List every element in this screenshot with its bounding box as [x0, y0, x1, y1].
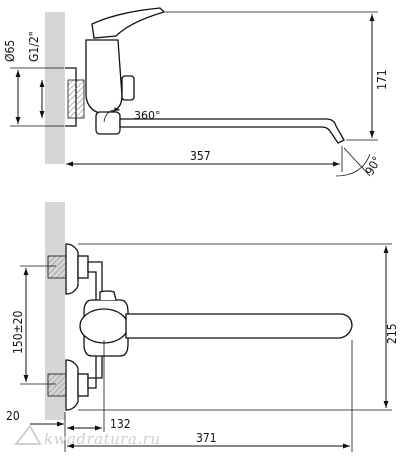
angle-ray [343, 147, 371, 177]
watermark-text: kwadratura.ru [44, 430, 161, 448]
diverter-knob-top [121, 75, 135, 101]
spout-front [125, 313, 353, 339]
centers-label: 150±20 [11, 310, 25, 354]
spout-collar-top [95, 111, 121, 135]
thread-label: G1/2" [27, 31, 41, 62]
nut-upper [77, 255, 89, 279]
flange-upper [65, 243, 79, 295]
wall-offset-label: 20 [6, 409, 20, 423]
length-label-top: 357 [190, 149, 211, 163]
diverter-front [99, 290, 117, 301]
body-offset-label: 132 [110, 417, 131, 431]
diameter-label: Ø65 [3, 40, 17, 62]
nut-lower [77, 373, 89, 397]
watermark-logo-icon [13, 424, 42, 445]
wall-top [45, 12, 65, 164]
faucet-body-top [85, 39, 123, 115]
eccentric-lower [47, 373, 67, 397]
total-length-label: 371 [196, 431, 217, 445]
eccentric-upper [47, 255, 67, 279]
swivel-label: 360° [134, 109, 161, 122]
angle-arc [335, 153, 371, 177]
height-label-top: 171 [375, 69, 389, 90]
swivel-arc [103, 107, 121, 123]
top-view: 360° Ø65 G1/2" 171 357 90° [3, 7, 389, 178]
thread-connector-top [67, 79, 85, 119]
front-view: 150±20 215 20 132 371 [6, 202, 399, 452]
watermark: kwadratura.ru [13, 424, 161, 448]
flange-lower [65, 359, 79, 411]
lever-top [91, 7, 166, 39]
handle-front [79, 308, 129, 344]
angle-label: 90° [362, 154, 384, 178]
spout-top [119, 118, 345, 144]
height-label-front: 215 [385, 323, 399, 344]
